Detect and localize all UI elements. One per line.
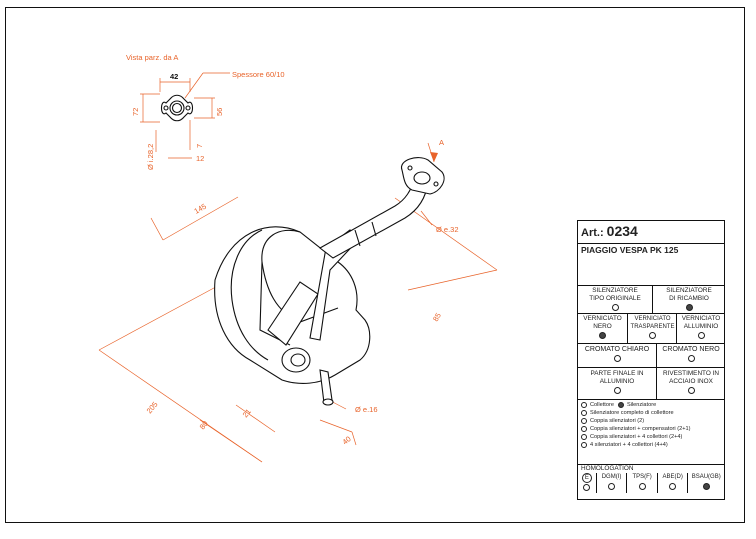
- radio-hom-dgm[interactable]: [608, 483, 616, 490]
- dim-205: 205: [145, 400, 160, 415]
- radio-parte-finale[interactable]: [613, 387, 621, 394]
- arrow-a-label: A: [439, 138, 444, 147]
- model-name: PIAGGIO VESPA PK 125: [581, 245, 679, 255]
- verniciato-row: VERNICIATO NERO VERNICIATO TRASPARENTE V…: [578, 313, 724, 344]
- radio-collettore[interactable]: [581, 402, 587, 408]
- option-coppia-coll[interactable]: Coppia silenziatori + 4 collettori (2+4): [578, 433, 724, 441]
- title-block: Art.: 0234 PIAGGIO VESPA PK 125 SILENZIA…: [577, 220, 725, 500]
- thickness-label: Spessore 60/10: [232, 70, 285, 79]
- article-prefix: Art.:: [581, 227, 604, 239]
- radio-quattro[interactable]: [581, 442, 587, 448]
- option-coppia[interactable]: Coppia silenziatori (2): [578, 417, 724, 425]
- option-parte-finale[interactable]: PARTE FINALE IN ALLUMINIO: [578, 367, 656, 399]
- radio-ricambio[interactable]: [685, 304, 693, 311]
- article-number: 0234: [606, 223, 638, 239]
- radio-verniciato-alluminio[interactable]: [697, 332, 705, 339]
- option-cromato-nero[interactable]: CROMATO NERO: [656, 343, 725, 367]
- radio-cromato-chiaro[interactable]: [613, 355, 621, 362]
- radio-rivestimento[interactable]: [687, 387, 695, 394]
- option-completo[interactable]: Silenziatore completo di collettore: [578, 409, 724, 417]
- radio-coppia-coll[interactable]: [581, 434, 587, 440]
- dim-56: 56: [215, 108, 224, 116]
- hom-dgm[interactable]: DGM(I): [595, 473, 627, 493]
- article-row: Art.: 0234: [578, 221, 724, 244]
- dim-7: 7: [195, 144, 204, 148]
- flange-detail-view: Vista parz. da A Spessore 60/10 42 72: [126, 53, 285, 170]
- dim-21: 21: [241, 407, 253, 419]
- option-quattro[interactable]: 4 silenziatori + 4 collettori (4+4): [578, 441, 724, 449]
- option-ricambio[interactable]: SILENZIATORE DI RICAMBIO: [652, 285, 725, 313]
- view-label: Vista parz. da A: [126, 53, 178, 62]
- cromato-row: CROMATO CHIARO CROMATO NERO: [578, 343, 724, 368]
- hom-abe[interactable]: ABE(D): [656, 473, 688, 493]
- radio-completo[interactable]: [581, 410, 587, 416]
- option-tipo-originale[interactable]: SILENZIATORE TIPO ORIGINALE: [578, 285, 652, 313]
- option-verniciato-nero[interactable]: VERNICIATO NERO: [578, 313, 627, 343]
- silenziatore-row: SILENZIATORE TIPO ORIGINALE SILENZIATORE…: [578, 285, 724, 314]
- radio-hom-abe[interactable]: [669, 483, 677, 490]
- dim-85: 85: [431, 311, 443, 323]
- dim-28-2: Ø i.28,2: [146, 144, 155, 170]
- hom-e[interactable]: E: [578, 473, 596, 493]
- radio-coppia[interactable]: [581, 418, 587, 424]
- radio-hom-e[interactable]: [583, 484, 591, 491]
- finale-row: PARTE FINALE IN ALLUMINIO RIVESTIMENTO I…: [578, 367, 724, 400]
- dim-42: 42: [170, 72, 178, 81]
- homologation-section: HOMOLOGATION E DGM(I) TPS(F) ABE(D) BSAU…: [578, 465, 724, 493]
- option-cromato-chiaro[interactable]: CROMATO CHIARO: [578, 343, 656, 367]
- option-rivestimento[interactable]: RIVESTIMENTO IN ACCIAIO INOX: [656, 367, 725, 399]
- homologation-title: HOMOLOGATION: [581, 465, 634, 472]
- option-verniciato-trasparente[interactable]: VERNICIATO TRASPARENTE: [627, 313, 677, 343]
- option-coppia-comp[interactable]: Coppia silenziatori + compensatori (2+1): [578, 425, 724, 433]
- option-verniciato-alluminio[interactable]: VERNICIATO ALLUMINIO: [676, 313, 725, 343]
- dim-40: 40: [341, 434, 353, 446]
- dim-80: 80: [198, 419, 210, 431]
- radio-verniciato-nero[interactable]: [599, 332, 606, 339]
- model-row: PIAGGIO VESPA PK 125: [578, 243, 724, 286]
- hom-bsau[interactable]: BSAU(GB): [687, 473, 724, 493]
- dim-145: 145: [193, 202, 208, 216]
- radio-verniciato-trasparente[interactable]: [649, 332, 656, 339]
- radio-hom-tps[interactable]: [638, 483, 646, 490]
- dim-72: 72: [131, 108, 140, 116]
- radio-coppia-comp[interactable]: [581, 426, 587, 432]
- muffler-isometric-view: 145 85 205 80 21 40 Ø e.16 Ø e.32 A: [98, 138, 498, 463]
- radio-hom-bsau[interactable]: [702, 483, 710, 490]
- dim-e16: Ø e.16: [355, 405, 378, 414]
- radio-tipo-originale[interactable]: [611, 304, 619, 311]
- drawing-frame: [5, 7, 745, 523]
- hom-tps[interactable]: TPS(F): [626, 473, 657, 493]
- dim-e32: Ø e.32: [436, 225, 459, 234]
- radio-silenziatore[interactable]: [617, 402, 624, 408]
- dim-12: 12: [196, 154, 204, 163]
- radio-cromato-nero[interactable]: [687, 355, 695, 362]
